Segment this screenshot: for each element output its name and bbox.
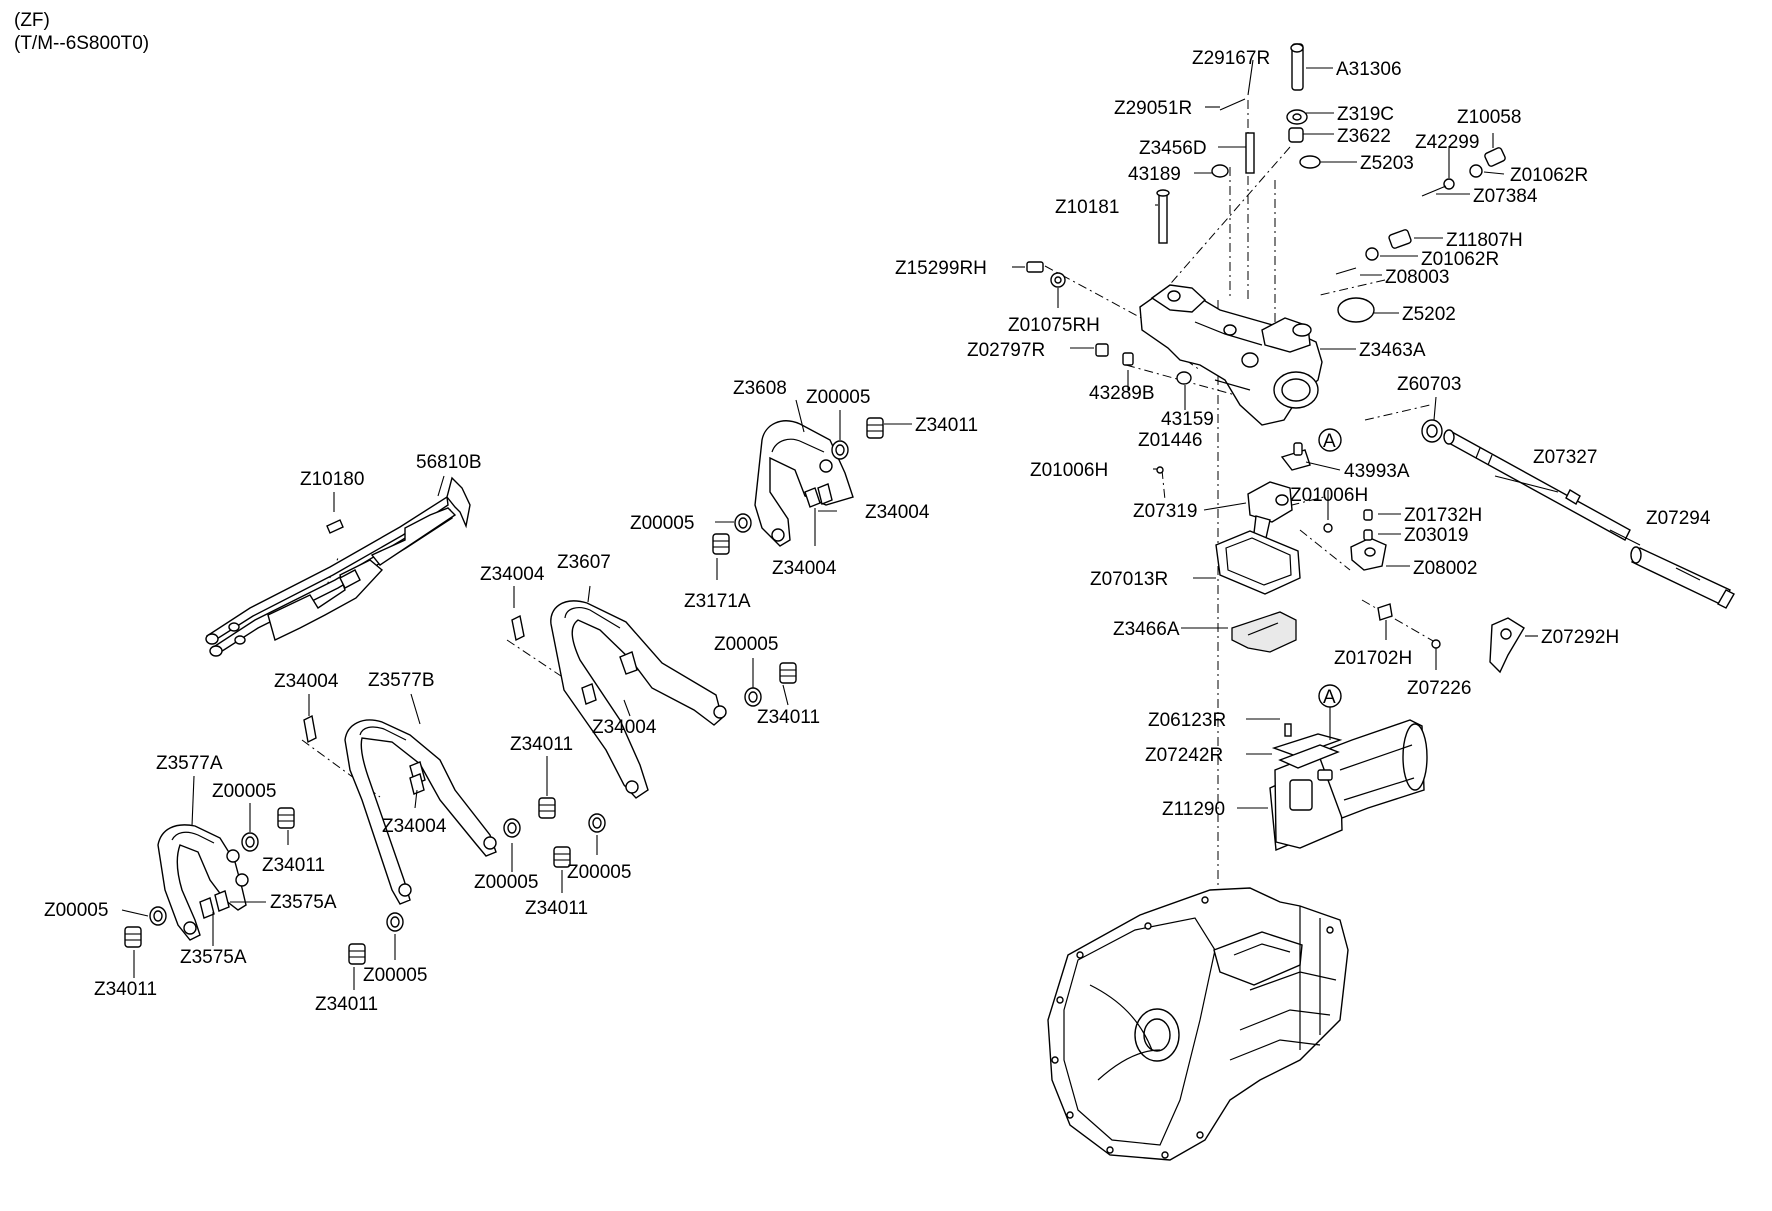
selector-sleeve bbox=[1630, 546, 1735, 609]
label-43289b: 43289B bbox=[1089, 383, 1155, 404]
label-z3577a: Z3577A bbox=[156, 753, 223, 774]
label-z00005-f: Z00005 bbox=[567, 862, 631, 883]
label-z3575a-a: Z3575A bbox=[270, 892, 337, 913]
label-z08002: Z08002 bbox=[1413, 558, 1477, 579]
part-labels: Z29167R A31306 Z29051R Z319C Z10058 Z362… bbox=[44, 48, 1711, 1015]
shift-fork-z3607 bbox=[550, 600, 727, 799]
shift-rod-assembly bbox=[205, 476, 471, 657]
label-z34011-d: Z34011 bbox=[262, 855, 325, 876]
label-z00005-d: Z00005 bbox=[212, 781, 276, 802]
label-z42299: Z42299 bbox=[1415, 132, 1479, 153]
label-z01702h: Z01702H bbox=[1334, 648, 1412, 669]
shift-housing-z3463a bbox=[1139, 284, 1323, 426]
top-hardware bbox=[1026, 43, 1506, 385]
label-z01446: Z01446 bbox=[1138, 430, 1202, 451]
label-z01732h: Z01732H bbox=[1404, 505, 1482, 526]
label-z07292h: Z07292H bbox=[1541, 627, 1619, 648]
transmission-case bbox=[1047, 887, 1349, 1161]
label-z07384: Z07384 bbox=[1473, 186, 1538, 207]
label-z34011-b: Z34011 bbox=[757, 707, 820, 728]
label-z06123r: Z06123R bbox=[1148, 710, 1226, 731]
label-43189: 43189 bbox=[1128, 164, 1181, 185]
label-z3575a-b: Z3575A bbox=[180, 947, 247, 968]
label-z01062r-top: Z01062R bbox=[1510, 165, 1588, 186]
label-z11807h: Z11807H bbox=[1446, 230, 1523, 251]
label-z29051r: Z29051R bbox=[1114, 98, 1192, 119]
housing-cover bbox=[1231, 611, 1297, 653]
label-z3466a: Z3466A bbox=[1113, 619, 1180, 640]
label-z00005-c: Z00005 bbox=[714, 634, 778, 655]
callout-a-upper-text: A bbox=[1323, 431, 1336, 452]
shift-internals bbox=[1156, 442, 1441, 649]
label-a31306: A31306 bbox=[1336, 59, 1402, 80]
detent-plate bbox=[1489, 617, 1525, 674]
label-z07226: Z07226 bbox=[1407, 678, 1471, 699]
diagram-code: (ZF) bbox=[14, 10, 50, 31]
label-z34011-a: Z34011 bbox=[915, 415, 978, 436]
label-z60703: Z60703 bbox=[1397, 374, 1461, 395]
label-z15299rh: Z15299RH bbox=[895, 258, 987, 279]
shift-bolts bbox=[124, 417, 884, 965]
label-z00005-a: Z00005 bbox=[806, 387, 870, 408]
label-z10058: Z10058 bbox=[1457, 107, 1521, 128]
label-z34004-b: Z34004 bbox=[772, 558, 837, 579]
callout-a-lower: A bbox=[1318, 684, 1342, 708]
label-z3608: Z3608 bbox=[733, 378, 787, 399]
callout-a-upper: A bbox=[1318, 428, 1342, 452]
label-z5202: Z5202 bbox=[1402, 304, 1456, 325]
actuator-assembly bbox=[1269, 719, 1428, 852]
label-z10180: Z10180 bbox=[300, 469, 364, 490]
label-z01062r-mid: Z01062R bbox=[1421, 249, 1499, 270]
label-z03019: Z03019 bbox=[1404, 525, 1468, 546]
label-z10181: Z10181 bbox=[1055, 197, 1119, 218]
label-z319c: Z319C bbox=[1337, 104, 1394, 125]
label-z34011-c: Z34011 bbox=[510, 734, 573, 755]
label-z07294: Z07294 bbox=[1646, 508, 1711, 529]
label-z34011-e: Z34011 bbox=[525, 898, 588, 919]
label-z07013r: Z07013R bbox=[1090, 569, 1168, 590]
leader-lines bbox=[121, 59, 1641, 990]
label-56810b: 56810B bbox=[416, 452, 482, 473]
label-z01006h-left: Z01006H bbox=[1030, 460, 1108, 481]
label-z34011-g: Z34011 bbox=[315, 994, 378, 1015]
label-z34011-f: Z34011 bbox=[94, 979, 157, 1000]
label-z3171a: Z3171A bbox=[684, 591, 751, 612]
label-z08003: Z08003 bbox=[1385, 267, 1449, 288]
label-z00005-g: Z00005 bbox=[44, 900, 108, 921]
callout-a-lower-text: A bbox=[1323, 687, 1336, 708]
label-z11290: Z11290 bbox=[1162, 799, 1225, 820]
transmission-code: (T/M--6S800T0) bbox=[14, 33, 150, 54]
washers bbox=[149, 440, 849, 932]
shift-fork-z3577a bbox=[157, 824, 249, 941]
label-z34004-f: Z34004 bbox=[382, 816, 447, 837]
label-z00005-h: Z00005 bbox=[363, 965, 427, 986]
label-z02797r: Z02797R bbox=[967, 340, 1045, 361]
label-z00005-b: Z00005 bbox=[630, 513, 694, 534]
label-z3456d: Z3456D bbox=[1139, 138, 1207, 159]
label-z5203: Z5203 bbox=[1360, 153, 1414, 174]
fork-clip-parts bbox=[303, 614, 597, 795]
label-43159: 43159 bbox=[1161, 409, 1214, 430]
selector-shaft bbox=[1421, 419, 1631, 541]
label-z34004-d: Z34004 bbox=[592, 717, 657, 738]
label-z01006h-right: Z01006H bbox=[1290, 485, 1368, 506]
label-z3577b: Z3577B bbox=[368, 670, 435, 691]
label-z29167r: Z29167R bbox=[1192, 48, 1270, 69]
label-z3463a: Z3463A bbox=[1359, 340, 1426, 361]
label-z34004-e: Z34004 bbox=[274, 671, 339, 692]
label-z3622: Z3622 bbox=[1337, 126, 1391, 147]
shift-fork-z3608 bbox=[754, 420, 854, 547]
label-z34004-c: Z34004 bbox=[480, 564, 545, 585]
label-z07327: Z07327 bbox=[1533, 447, 1597, 468]
label-z34004-a: Z34004 bbox=[865, 502, 930, 523]
label-z07242r: Z07242R bbox=[1145, 745, 1223, 766]
housing-gasket bbox=[1215, 530, 1301, 595]
label-z07319: Z07319 bbox=[1133, 501, 1197, 522]
label-z3607: Z3607 bbox=[557, 552, 611, 573]
label-z01075rh: Z01075RH bbox=[1008, 315, 1100, 336]
label-43993a: 43993A bbox=[1344, 461, 1410, 482]
label-z00005-e: Z00005 bbox=[474, 872, 538, 893]
